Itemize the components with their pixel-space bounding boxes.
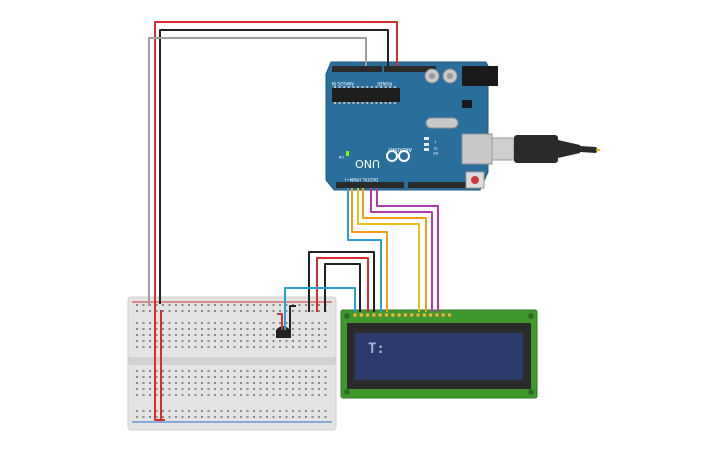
usb-port xyxy=(461,133,493,165)
lcd-pin-header xyxy=(352,312,452,318)
led-l xyxy=(424,137,429,140)
led-rx-label: RX xyxy=(433,151,438,155)
arduino-logo xyxy=(386,150,410,162)
power-header xyxy=(384,66,436,72)
wire-lcd-purple-1 xyxy=(370,188,433,312)
led-l-label: L xyxy=(434,140,436,144)
wire-bb-red-2 xyxy=(277,313,283,330)
led-tx xyxy=(424,143,429,146)
wire-lcd-yellow-1 xyxy=(357,188,420,312)
wire-bb-black-3 xyxy=(289,305,296,338)
wire-5v-red xyxy=(154,21,398,421)
led-tx-label: TX xyxy=(433,146,439,150)
lcd-screen xyxy=(355,333,523,380)
arduino-uno-board: UNO ARDUINO DIGITAL (PWM~) ANALOG IN POW… xyxy=(325,61,498,191)
analog-header-label: ANALOG IN xyxy=(332,81,354,86)
wire-lcd-purple-2 xyxy=(376,188,439,312)
digital-header-left xyxy=(336,182,404,188)
led-on xyxy=(346,151,349,156)
crystal xyxy=(425,117,459,129)
wire-lcd-orange-2 xyxy=(362,188,427,312)
usb-cable xyxy=(491,135,600,163)
wire-bb-blue xyxy=(284,287,356,330)
led-rx xyxy=(424,148,429,151)
microcontroller-chip xyxy=(332,88,400,102)
breadboard-holes xyxy=(136,304,327,418)
led-on-label: ON xyxy=(338,155,344,159)
wire-a0-gray xyxy=(148,37,367,306)
wire-lcd-orange xyxy=(351,188,388,312)
analog-power-header-left xyxy=(332,66,380,72)
wire-bb-black-1 xyxy=(308,251,375,312)
power-header-label: POWER xyxy=(377,81,392,86)
lcd-module: T: xyxy=(340,309,538,399)
power-jack xyxy=(462,66,498,86)
wire-lcd-blue xyxy=(347,188,382,312)
board-model: UNO xyxy=(355,157,380,170)
wire-bb-red-1 xyxy=(316,257,369,312)
lcd-display-text: T: xyxy=(368,341,385,357)
digital-header-right xyxy=(408,182,468,188)
breadboard xyxy=(127,296,337,431)
wire-gnd-black xyxy=(159,29,389,304)
digital-header-label: DIGITAL (PWM~) xyxy=(344,177,378,182)
board-brand: ARDUINO xyxy=(388,146,412,152)
wires xyxy=(148,21,439,421)
